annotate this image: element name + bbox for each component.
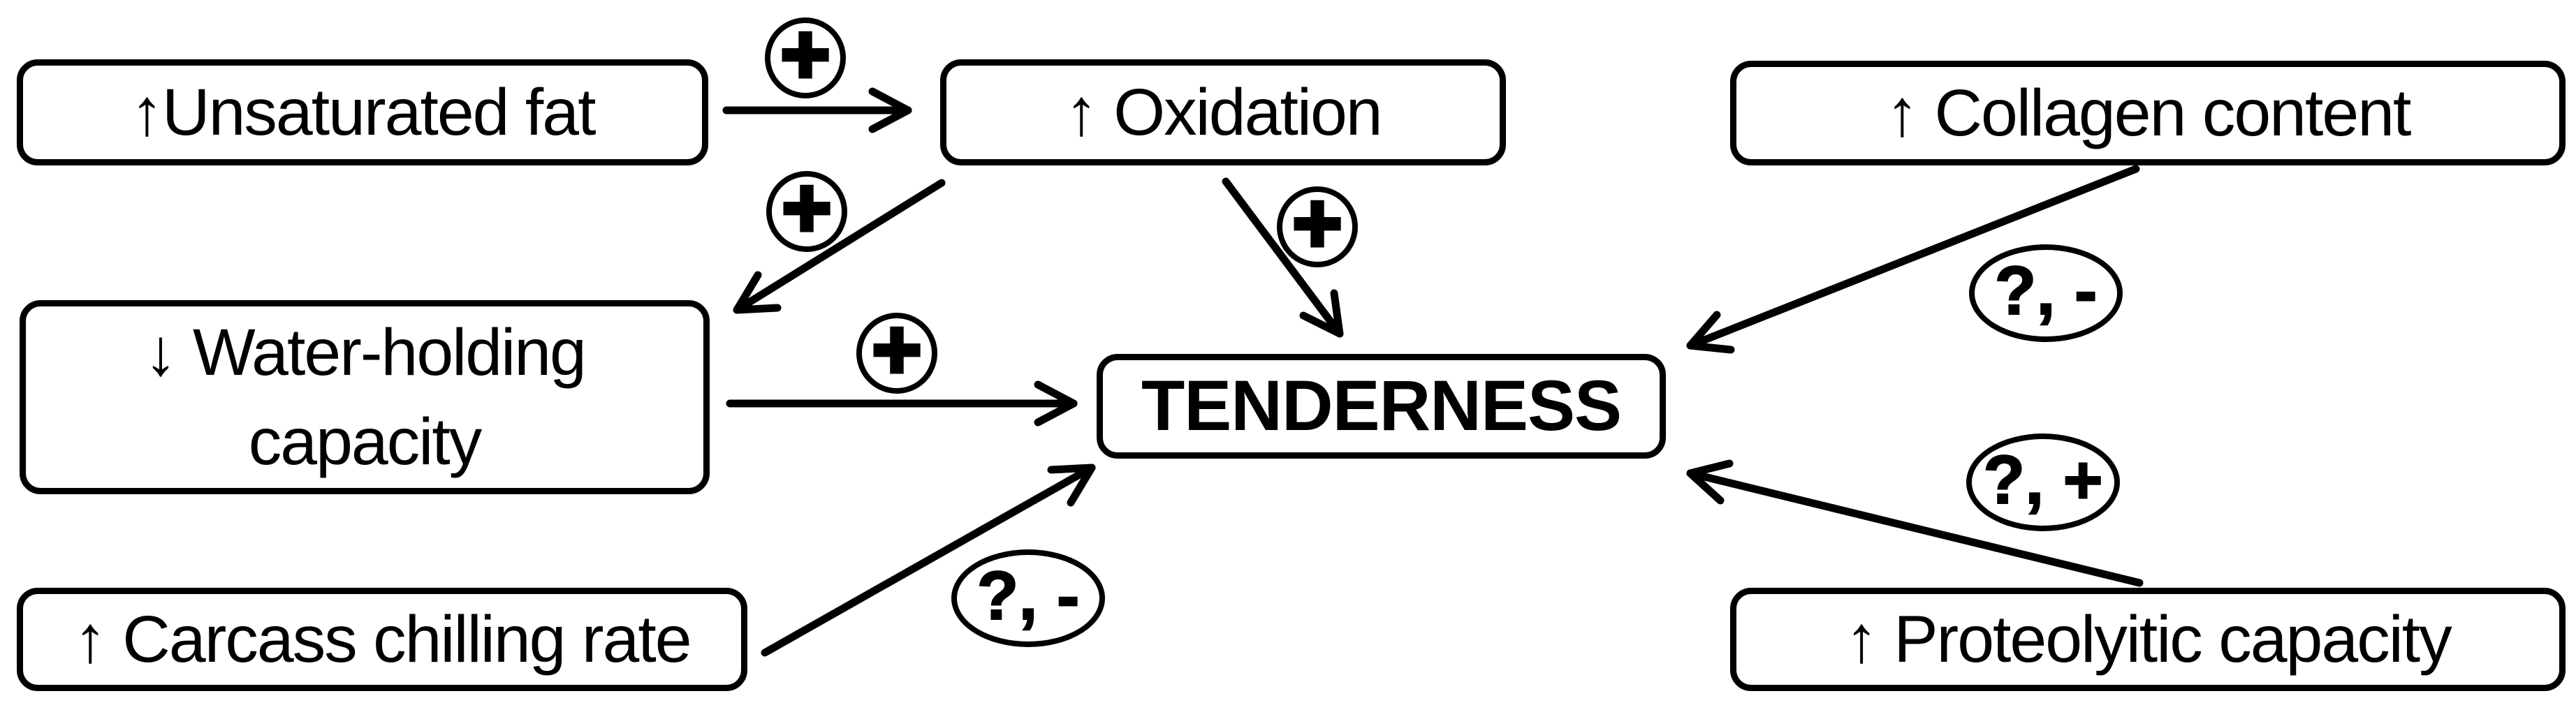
plus-sign: +: [778, 4, 832, 103]
node-water-holding-capacity-label: ↓ Water-holding capacity: [144, 315, 587, 479]
edge-sign-oxidation-to-whc: +: [766, 158, 847, 257]
node-collagen-content: ↑ Collagen content: [1730, 61, 2566, 165]
arrow-collagen-content-to-tenderness: [1686, 165, 2140, 354]
edge-sign-whc-to-tenderness: +: [856, 299, 937, 399]
node-oxidation-label: ↑ Oxidation: [1064, 75, 1382, 149]
plus-sign: +: [1290, 173, 1344, 272]
edge-sign-carcass-to-tenderness: ?, -: [951, 549, 1105, 647]
node-carcass-chilling-rate-label: ↑ Carcass chilling rate: [73, 602, 691, 676]
plus-sign: +: [870, 299, 923, 399]
plus-sign: +: [780, 158, 833, 257]
node-water-holding-capacity: ↓ Water-holding capacity: [20, 300, 710, 494]
node-carcass-chilling-rate: ↑ Carcass chilling rate: [17, 588, 747, 691]
node-proteolytic-capacity-label: ↑ Proteolyitic capacity: [1845, 602, 2452, 676]
question-plus-sign: ?, +: [1982, 440, 2104, 519]
node-tenderness: TENDERNESS: [1097, 354, 1666, 459]
arrow-water-holding-capacity-to-tenderness: [726, 380, 1078, 427]
edge-sign-collagen-to-tenderness: ?, -: [1969, 244, 2123, 342]
node-proteolytic-capacity: ↑ Proteolyitic capacity: [1730, 588, 2566, 691]
question-minus-sign: ?, -: [976, 556, 1081, 635]
arrow-oxidation-to-water-holding-capacity: [733, 179, 946, 314]
node-oxidation: ↑ Oxidation: [940, 59, 1506, 165]
arrow-proteolytic-capacity-to-tenderness: [1686, 459, 2144, 587]
edge-sign-oxidation-to-tenderness: +: [1277, 173, 1358, 272]
question-minus-sign: ?, -: [1994, 251, 2098, 329]
arrow-carcass-chilling-rate-to-tenderness: [761, 464, 1096, 657]
edge-sign-proteolytic-to-tenderness: ?, +: [1966, 433, 2120, 531]
node-unsaturated-fat: ↑Unsaturated fat: [17, 59, 708, 165]
arrow-oxidation-to-tenderness: [1222, 177, 1344, 338]
node-collagen-content-label: ↑ Collagen content: [1885, 75, 2412, 150]
node-tenderness-label: TENDERNESS: [1141, 366, 1622, 446]
arrow-unsaturated-fat-to-oxidation: [722, 87, 912, 133]
edge-sign-unsaturated-to-oxidation: +: [765, 4, 846, 103]
node-unsaturated-fat-label: ↑Unsaturated fat: [130, 75, 596, 149]
